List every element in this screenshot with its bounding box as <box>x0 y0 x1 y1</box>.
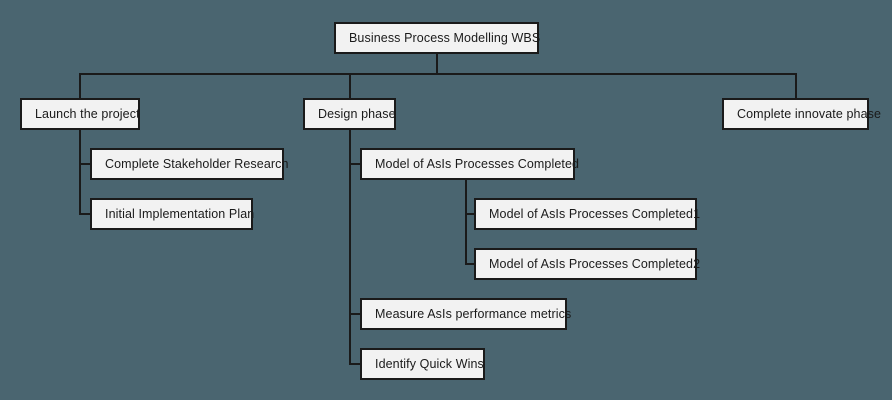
node-model-asis-processes-completed1-label: Model of AsIs Processes Completed1 <box>489 206 701 221</box>
node-identify-quick-wins[interactable]: Identify Quick Wins <box>360 348 485 380</box>
connector-design-stub-quickwins <box>349 363 361 365</box>
node-identify-quick-wins-label: Identify Quick Wins <box>375 356 484 371</box>
connector-design-stub-measure <box>349 313 361 315</box>
connector-launch-stub-stakeholder <box>79 163 91 165</box>
node-design-phase[interactable]: Design phase <box>303 98 396 130</box>
node-launch-the-project[interactable]: Launch the project <box>20 98 140 130</box>
node-complete-stakeholder-research-label: Complete Stakeholder Research <box>105 156 289 171</box>
connector-launch-spine <box>79 129 81 215</box>
node-model-asis-processes-completed-label: Model of AsIs Processes Completed <box>375 156 580 171</box>
node-model-asis-processes-completed2[interactable]: Model of AsIs Processes Completed2 <box>474 248 701 280</box>
node-model-asis-processes-completed[interactable]: Model of AsIs Processes Completed <box>360 148 579 180</box>
connector-launch-stub-implementation <box>79 213 91 215</box>
node-model-asis-processes-completed1[interactable]: Model of AsIs Processes Completed1 <box>474 198 701 230</box>
node-root-label: Business Process Modelling WBS <box>349 30 541 45</box>
connector-asis-stub-1 <box>465 213 475 215</box>
node-complete-innovate-phase-label: Complete innovate phase <box>737 106 882 121</box>
connector-asis-stub-2 <box>465 263 475 265</box>
node-design-phase-label: Design phase <box>318 106 396 121</box>
connector-drop-design <box>349 73 351 99</box>
connector-level2-bus <box>79 73 797 75</box>
node-complete-innovate-phase[interactable]: Complete innovate phase <box>722 98 881 130</box>
node-measure-asis-performance-metrics-label: Measure AsIs performance metrics <box>375 306 572 321</box>
node-launch-the-project-label: Launch the project <box>35 106 140 121</box>
node-initial-implementation-plan[interactable]: Initial Implementation Plan <box>90 198 255 230</box>
connector-design-spine <box>349 129 351 365</box>
node-measure-asis-performance-metrics[interactable]: Measure AsIs performance metrics <box>360 298 571 330</box>
connector-root-drop <box>436 53 438 75</box>
node-root[interactable]: Business Process Modelling WBS <box>334 22 541 54</box>
connector-drop-innovate <box>795 73 797 99</box>
connector-design-stub-asis-model <box>349 163 361 165</box>
node-complete-stakeholder-research[interactable]: Complete Stakeholder Research <box>90 148 288 180</box>
node-model-asis-processes-completed2-label: Model of AsIs Processes Completed2 <box>489 256 701 271</box>
connector-drop-launch <box>79 73 81 99</box>
node-initial-implementation-plan-label: Initial Implementation Plan <box>105 206 255 221</box>
connector-asis-spine <box>465 179 467 265</box>
